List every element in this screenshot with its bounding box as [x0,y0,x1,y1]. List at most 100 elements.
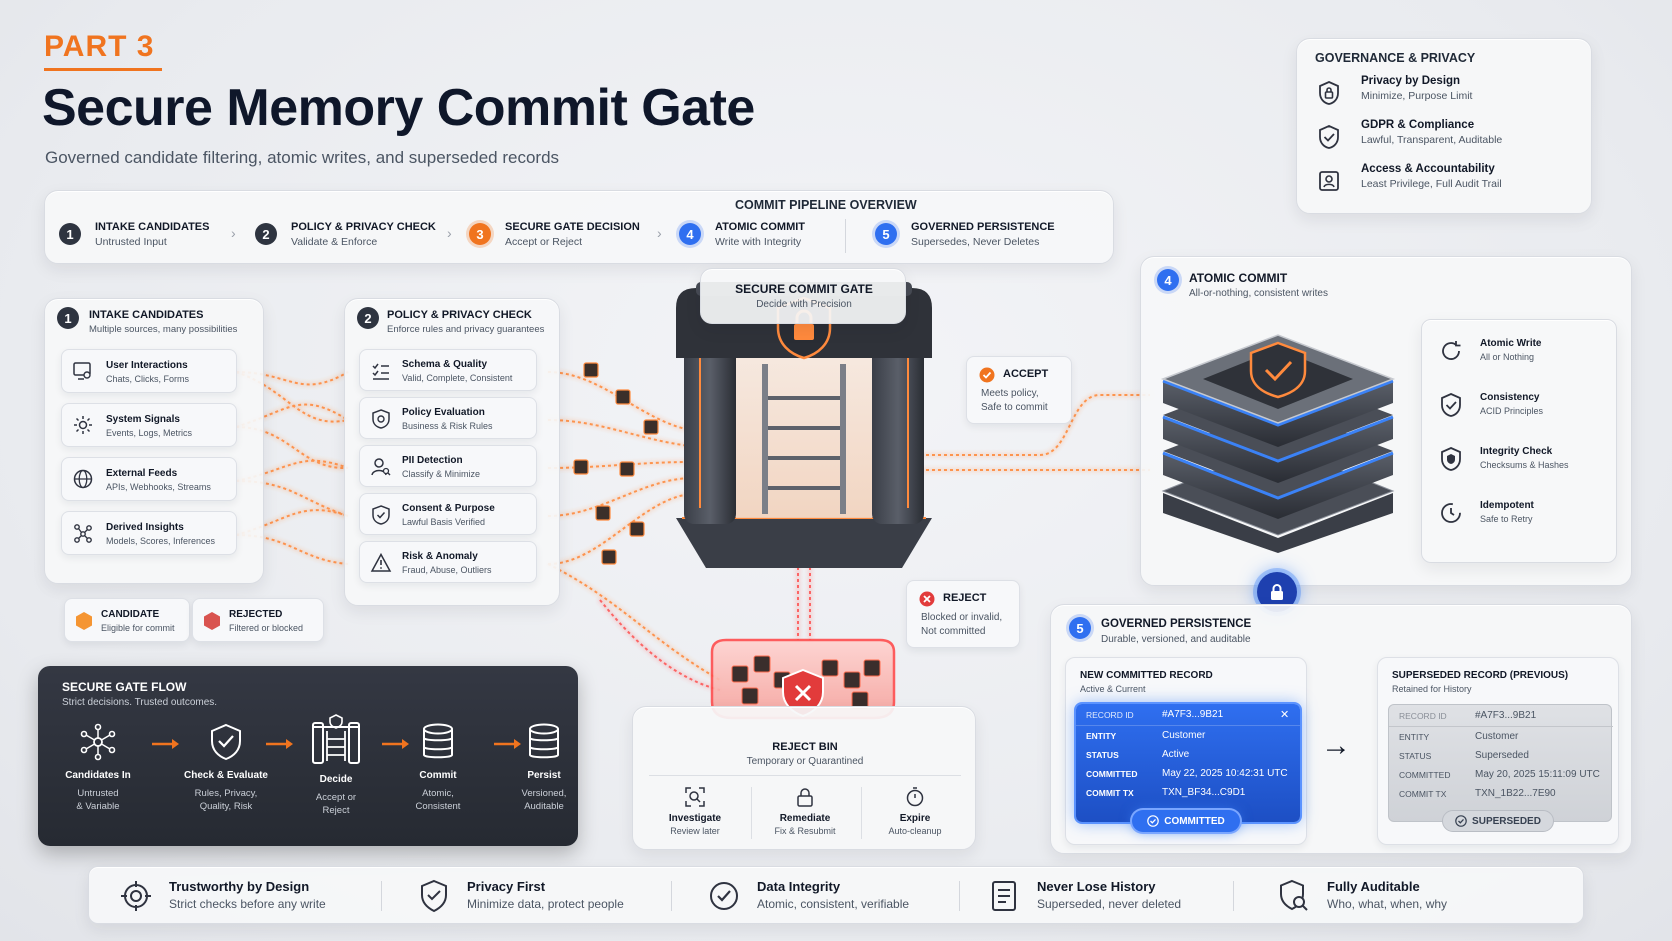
accept-box: ACCEPT Meets policy, Safe to commit [966,356,1072,424]
policy-shield-icon [368,406,394,432]
shield-search-icon [1275,877,1313,915]
timer-icon [903,785,927,809]
record-card-superseded: RECORD ID #A7F3...9B21 ENTITY Customer S… [1388,704,1613,822]
flow-step-persist: Persist Versioned, Auditable [512,722,576,832]
policy-item-consent: Consent & Purpose Lawful Basis Verified [359,493,537,535]
chevron-right-icon: › [657,225,662,241]
reject-bin-panel: REJECT BIN Temporary or Quarantined Inve… [632,706,976,850]
scan-search-icon [683,785,707,809]
compass-check-icon [705,877,743,915]
candidate-hex-icon [75,611,93,631]
atomic-feature: Idempotent Safe to Retry [1436,494,1612,540]
governance-item: Privacy by Design Minimize, Purpose Limi… [1315,75,1585,115]
record-field: COMMITTED May 22, 2025 10:42:31 UTC [1086,768,1288,779]
page-title: Secure Memory Commit Gate [42,79,755,137]
page-subtitle: Governed candidate filtering, atomic wri… [45,148,560,167]
unlock-icon [793,785,817,809]
network-nodes-icon [78,722,118,762]
superseded-badge: SUPERSEDED [1442,810,1554,832]
reject-action-investigate: Investigate Review later [643,783,747,843]
atomic-feature: Atomic Write All or Nothing [1436,332,1612,378]
policy-panel: 2 POLICY & PRIVACY CHECK Enforce rules a… [344,298,560,606]
record-field: COMMIT TX TXN_1B22...7E90 [1399,788,1556,799]
globe-icon [70,466,96,492]
atomic-features: Atomic Write All or Nothing Consistency … [1421,319,1617,563]
footer-item: Privacy First Minimize data, protect peo… [415,875,675,917]
gate-label: SECURE COMMIT GATE Decide with Precision [700,268,906,324]
flow-step-check: Check & Evaluate Rules, Privacy, Quality… [176,722,276,832]
superseded-record: SUPERSEDED RECORD (PREVIOUS) Retained fo… [1377,657,1619,845]
check-circle-icon [1147,815,1160,827]
check-circle-icon [1455,815,1467,827]
intake-item-external-feeds: External Feeds APIs, Webhooks, Streams [61,457,237,501]
close-icon[interactable]: ✕ [1280,709,1290,721]
policy-item-pii: PII Detection Classify & Minimize [359,445,537,487]
record-field: ENTITY Customer [1086,730,1206,741]
gear-signal-icon [70,412,96,438]
shield-check-icon [1436,390,1466,420]
policy-item-schema: Schema & Quality Valid, Complete, Consis… [359,349,537,391]
checklist-icon [368,358,394,384]
intake-item-user-interactions: User Interactions Chats, Clicks, Forms [61,349,237,393]
divider [861,787,862,839]
policy-item-evaluation: Policy Evaluation Business & Risk Rules [359,397,537,439]
rejected-hex-icon [203,611,221,631]
footer-principles: Trustworthy by Design Strict checks befo… [88,866,1584,924]
chevron-right-icon: › [447,225,452,241]
secure-gate-flow-panel: SECURE GATE FLOW Strict decisions. Trust… [38,666,578,846]
governance-panel: GOVERNANCE & PRIVACY Privacy by Design M… [1296,38,1592,214]
divider [1233,881,1234,911]
chevron-right-icon: › [231,225,236,241]
user-screen-icon [70,358,96,384]
record-field: COMMITTED May 20, 2025 15:11:09 UTC [1399,769,1600,780]
shield-lock-icon [1315,79,1343,107]
governance-item: GDPR & Compliance Lawful, Transparent, A… [1315,119,1585,159]
reject-action-expire: Expire Auto-cleanup [863,783,967,843]
footer-item: Never Lose History Superseded, never del… [985,875,1245,917]
divider [751,787,752,839]
atomic-commit-panel: 4 ATOMIC COMMIT All-or-nothing, consiste… [1140,256,1632,586]
arrow-right-icon [382,738,410,750]
atomic-feature: Integrity Check Checksums & Hashes [1436,440,1612,486]
divider [381,881,382,911]
record-field: STATUS Superseded [1399,750,1529,761]
divider [959,881,960,911]
intake-item-derived-insights: Derived Insights Models, Scores, Inferen… [61,511,237,555]
shield-check-icon [206,722,246,762]
person-search-icon [368,454,394,480]
secure-commit-gate: SECURE COMMIT GATE Decide with Precision [676,268,932,580]
warning-triangle-icon [368,550,394,576]
record-field: ENTITY Customer [1399,731,1519,742]
footer-item: Data Integrity Atomic, consistent, verif… [705,875,965,917]
atomic-feature: Consistency ACID Principles [1436,386,1612,432]
footer-item: Fully Auditable Who, what, when, why [1275,875,1535,917]
divider [845,219,846,253]
gate-icon [308,712,364,768]
governance-title: GOVERNANCE & PRIVACY [1315,51,1476,65]
shield-hash-icon [1436,444,1466,474]
shield-check-icon [415,877,453,915]
retry-clock-icon [1436,498,1466,528]
arrow-right-icon [494,738,522,750]
pipeline-overview: COMMIT PIPELINE OVERVIEW 1 INTAKE CANDID… [44,190,1114,264]
legend-candidate: CANDIDATE Eligible for commit [64,598,190,642]
x-circle-icon [919,591,935,607]
part-underline [44,68,162,71]
database-icon [418,722,458,762]
intake-panel: 1 INTAKE CANDIDATES Multiple sources, ma… [44,298,264,584]
arrow-right-icon [152,738,180,750]
footer-item: Trustworthy by Design Strict checks befo… [117,875,377,917]
part-label: PART 3 [44,30,162,71]
record-field: RECORD ID #A7F3...9B21 ✕ [1076,704,1300,726]
new-committed-record: NEW COMMITTED RECORD Active & Current RE… [1065,657,1307,845]
shield-check-icon [368,502,394,528]
governance-item: Access & Accountability Least Privilege,… [1315,163,1585,203]
flow-step-commit: Commit Atomic, Consistent [364,722,544,832]
governed-persistence-panel: 5 GOVERNED PERSISTENCE Durable, versione… [1050,604,1632,854]
policy-item-risk: Risk & Anomaly Fraud, Abuse, Outliers [359,541,537,583]
database-icon [524,722,564,762]
record-field: RECORD ID #A7F3...9B21 [1389,705,1613,727]
reject-box: REJECT Blocked or invalid, Not committed [906,580,1020,648]
record-field: COMMIT TX TXN_BF34...C9D1 [1086,787,1246,798]
legend-rejected: REJECTED Filtered or blocked [192,598,324,642]
